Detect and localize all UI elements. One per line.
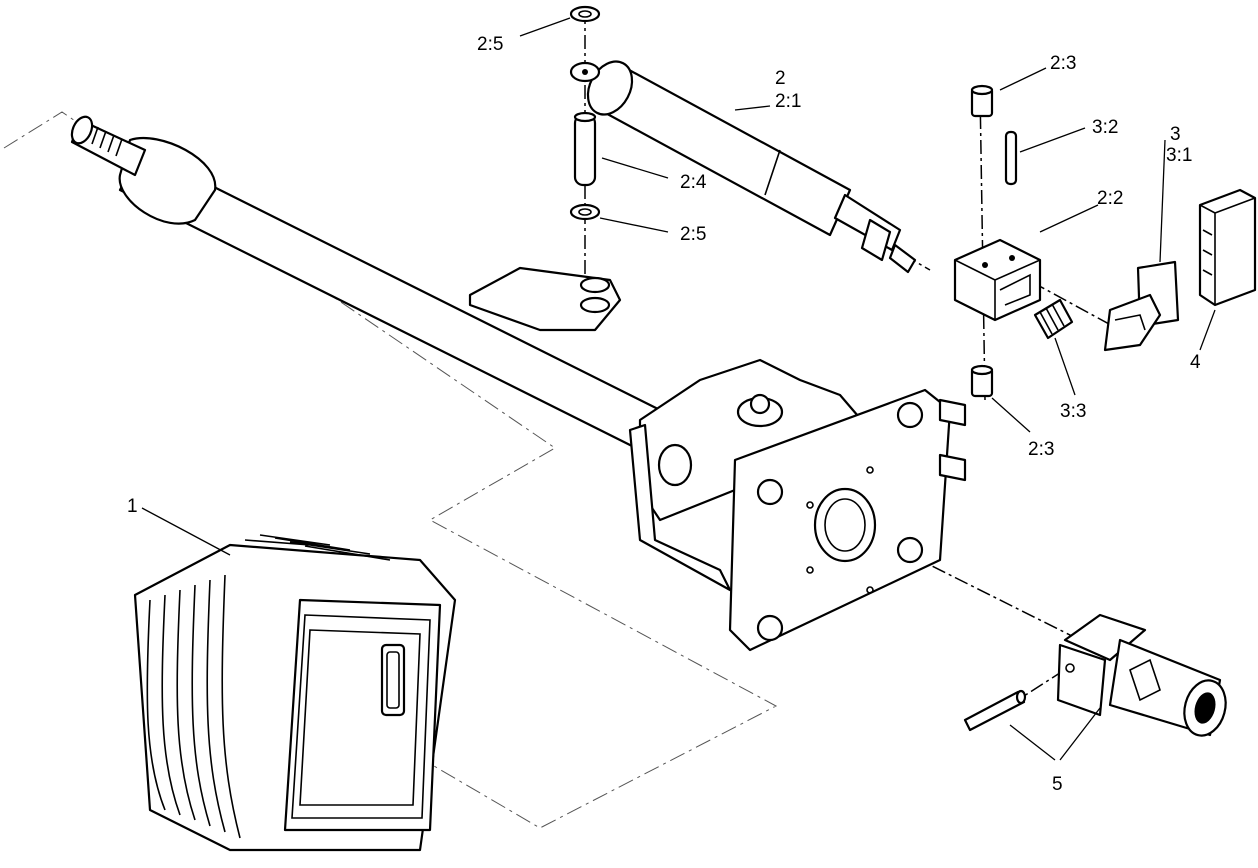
- valve-axis: [979, 89, 986, 401]
- label-2-3-bottom: 2:3: [1028, 439, 1054, 460]
- lever-3: [1103, 260, 1180, 352]
- leader-lines: [141, 17, 1216, 761]
- bellows-1: [133, 534, 457, 852]
- label-2-5-mid: 2:5: [680, 224, 706, 245]
- label-3-1: 3:1: [1166, 145, 1192, 166]
- label-2-4: 2:4: [680, 172, 707, 193]
- plug-2-3-top: [970, 84, 994, 118]
- support-bracket: [468, 266, 622, 332]
- label-2-5-top: 2:5: [477, 34, 503, 55]
- cap-4: [1198, 188, 1257, 307]
- pin-3-2: [1004, 130, 1018, 186]
- label-1: 1: [127, 496, 138, 517]
- steering-column: [70, 115, 662, 452]
- label-4: 4: [1190, 352, 1201, 373]
- label-2-1: 2:1: [775, 91, 801, 112]
- universal-joint-5: [1056, 613, 1227, 737]
- plug-2-3-bottom: [970, 364, 994, 398]
- label-3: 3: [1170, 124, 1181, 145]
- washer-top: [569, 5, 601, 23]
- mounting-plate: [628, 358, 967, 652]
- label-2: 2: [775, 68, 786, 89]
- label-2-3-top: 2:3: [1050, 53, 1076, 74]
- label-5: 5: [1052, 774, 1063, 795]
- washer-mid-hole: [578, 208, 592, 216]
- label-2-2: 2:2: [1097, 188, 1123, 209]
- label-3-2: 3:2: [1092, 117, 1118, 138]
- washer-mid: [569, 203, 601, 221]
- gas-cylinder: [569, 60, 917, 274]
- label-3-3: 3:3: [1060, 401, 1086, 422]
- washer-top-hole: [578, 10, 592, 18]
- spring-3-3: [1033, 298, 1074, 340]
- assembly-outline: [3, 111, 778, 829]
- valve-block: [953, 238, 1042, 322]
- pin-5: [963, 689, 1027, 732]
- pin-2-4: [573, 111, 597, 187]
